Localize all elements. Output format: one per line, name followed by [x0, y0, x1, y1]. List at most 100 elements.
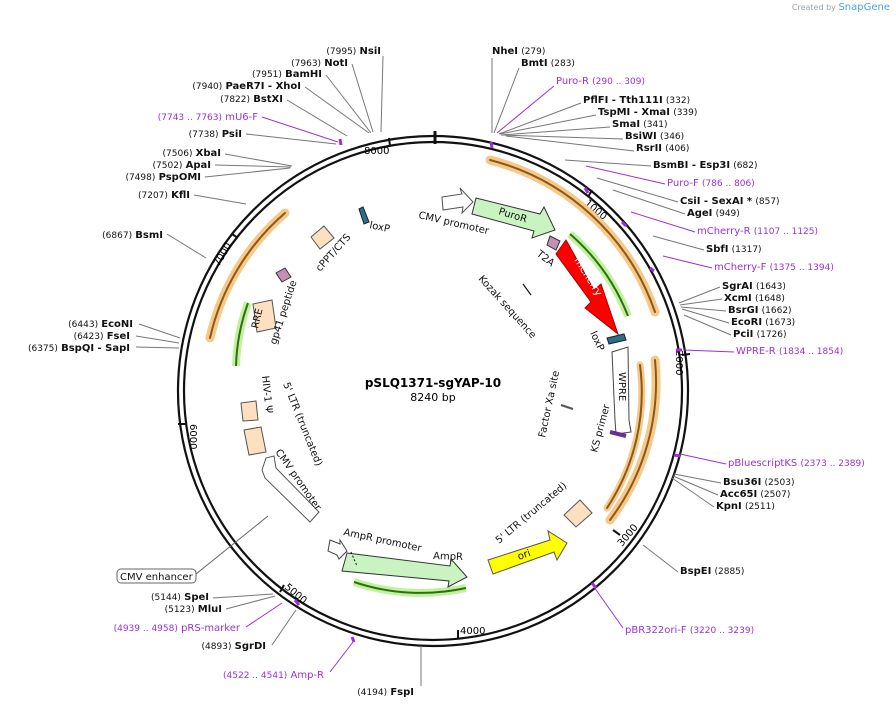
- site-pos-econi: (6443): [68, 320, 98, 330]
- site-label-xcmi: XcmI (1648): [724, 293, 785, 304]
- site-pos-bspqi: (6375): [28, 344, 58, 354]
- kozak-mark: [522, 283, 532, 296]
- site-leader-psii: [245, 133, 337, 145]
- site-label-psii: (7738) PsiI: [189, 129, 242, 140]
- site-leader-bamhi: [325, 74, 372, 134]
- site-pos-pcii: (1726): [757, 330, 787, 340]
- site-leader-bmti: [493, 67, 520, 134]
- ltr-right-box: [563, 499, 593, 528]
- site-label-agei: AgeI (949): [687, 208, 740, 219]
- site-label-pflfi: PflFI - Tth111I (332): [583, 95, 690, 106]
- site-leader-rsrii: [505, 135, 635, 152]
- site-pos-apai: (7502): [153, 161, 183, 171]
- site-pos-spei: (5144): [151, 593, 181, 603]
- site-label-ampr: (4522 .. 4541) Amp-R: [223, 670, 324, 681]
- site-label-acc65i: Acc65I (2507): [720, 489, 790, 500]
- site-name-mlui: MluI: [198, 604, 222, 615]
- label-wpre: WPRE: [616, 372, 627, 401]
- site-pos-ampr: (4522 .. 4541): [223, 671, 287, 681]
- site-label-wprer: WPRE-R (1834 .. 1854): [736, 346, 843, 357]
- snapgene-watermark: Created by SnapGene: [792, 2, 890, 13]
- site-name-xcmi: XcmI: [724, 293, 752, 304]
- ltr-left-box: [243, 426, 267, 456]
- site-label-sbfi: SbfI (1317): [706, 244, 762, 255]
- site-leader-mcherryf: [662, 255, 713, 269]
- site-label-bmti: BmtI (283): [521, 58, 575, 69]
- site-label-mcherryr: mCherry-R (1107 .. 1125): [697, 226, 818, 237]
- site-leader-bsu36i: [673, 473, 722, 484]
- site-label-bsrgi: BsrGI (1662): [728, 305, 792, 316]
- site-pos-puror: (290 .. 309): [592, 77, 645, 87]
- site-name-apai: ApaI: [186, 160, 211, 171]
- site-name-kpni: KpnI: [716, 501, 742, 512]
- site-pos-csii: (857): [755, 197, 779, 207]
- cmv-enhancer-leader: [195, 515, 269, 575]
- site-label-nsii: (7995) NsiI: [326, 46, 381, 57]
- site-leader-noti: [351, 63, 374, 133]
- site-leader-bsrgi: [680, 306, 727, 312]
- site-label-csii: CsiI - SexAI * (857): [680, 196, 780, 207]
- site-name-acc65i: Acc65I: [720, 489, 757, 500]
- cppt-box: [310, 225, 335, 250]
- site-name-ampr: Amp-R: [291, 670, 325, 681]
- site-name-sgrai: SgrAI: [722, 281, 753, 292]
- site-pos-wprer: (1834 .. 1854): [779, 347, 843, 357]
- site-leader-sgrdi: [271, 609, 297, 646]
- site-leader-pbr322: [593, 586, 624, 629]
- site-leader-agei: [612, 189, 686, 215]
- tick-label-6000: 6000: [187, 424, 198, 449]
- site-name-pflfi: PflFI - Tth111I: [583, 95, 663, 106]
- site-leader-sgrai: [678, 286, 721, 304]
- site-pos-fspi: (4194): [357, 688, 387, 698]
- site-pos-sbfi: (1317): [732, 245, 762, 255]
- site-pos-pbr322: (3220 .. 3239): [690, 626, 754, 636]
- site-leader-bspqi: [135, 346, 180, 349]
- site-label-xbai: (7506) XbaI: [163, 148, 221, 159]
- site-name-fsei: FseI: [107, 331, 130, 342]
- site-leader-pflfi: [498, 102, 582, 135]
- site-name-prsmarker: pRS-marker: [181, 623, 241, 634]
- site-leader-tspmi: [499, 114, 597, 135]
- site-leader-ampr: [329, 641, 354, 673]
- site-name-econi: EcoNI: [101, 319, 133, 330]
- site-leader-bsmbi: [564, 159, 652, 167]
- site-leader-ecori: [681, 308, 730, 324]
- site-label-ecori: EcoRI (1673): [731, 317, 795, 328]
- site-pos-nhei: (279): [521, 47, 545, 57]
- site-label-econi: (6443) EcoNI: [68, 319, 133, 330]
- site-pos-fsei: (6423): [74, 332, 104, 342]
- site-leaders: [135, 55, 735, 686]
- site-name-psii: PsiI: [222, 129, 242, 140]
- site-leader-mlui: [225, 595, 276, 610]
- site-leader-nsii: [380, 55, 384, 133]
- site-pos-bspei: (2885): [714, 567, 744, 577]
- site-name-spei: SpeI: [184, 592, 209, 603]
- site-leader-econi: [138, 323, 181, 339]
- site-name-kfli: KflI: [171, 190, 190, 201]
- green-arcs: [232, 230, 632, 597]
- site-pos-mcherryf: (1375 .. 1394): [770, 263, 834, 273]
- ampr-dotted: [350, 551, 358, 567]
- site-label-pcii: PciI (1726): [733, 329, 787, 340]
- site-leader-bsiwi: [501, 134, 624, 140]
- site-pos-pspomi: (7498): [125, 173, 155, 183]
- site-pos-purof: (786 .. 806): [702, 179, 755, 189]
- primer-ticks: [293, 138, 682, 643]
- site-label-mu6f: (7743 .. 7763) mU6-F: [158, 112, 259, 123]
- ampr-arrow: [341, 552, 468, 588]
- site-leader-bspei: [642, 544, 679, 573]
- label-ampr-promoter: AmpR promoter: [342, 527, 423, 554]
- site-name-bspqi: BspQI - SapI: [61, 343, 130, 354]
- site-name-bsrgi: BsrGI: [728, 305, 758, 316]
- site-label-bsmi: (6867) BsmI: [102, 230, 163, 241]
- primer-arcs: [205, 155, 661, 525]
- hiv-psi-box: [240, 400, 259, 422]
- site-leader-spei: [212, 593, 274, 599]
- loxp-top-mark: [358, 206, 370, 225]
- site-name-smai: SmaI: [612, 119, 640, 130]
- site-name-wprer: WPRE-R: [736, 346, 776, 357]
- site-label-bamhi: (7951) BamHI: [252, 69, 322, 80]
- site-pos-noti: (7963): [291, 59, 321, 69]
- site-leader-sbfi: [652, 235, 705, 251]
